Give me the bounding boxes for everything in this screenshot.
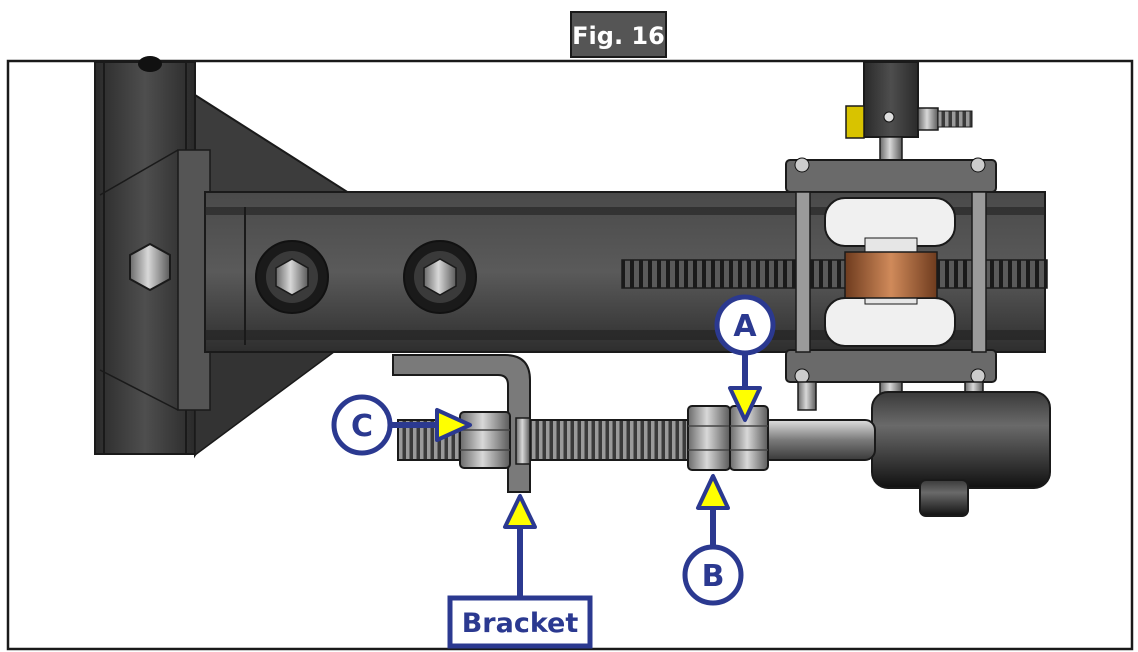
callout-c-label: C [351,409,373,444]
arm-bolt-left [255,240,329,314]
bracket-callout-label: Bracket [462,608,579,639]
nut-c [459,411,531,469]
bracket-callout-arrow [503,494,537,529]
callout-a-arrow [728,386,762,422]
gear-icon [844,251,938,299]
hex-nut-icon [423,258,457,296]
callout-b-label: B [702,559,725,594]
bracket-callout: Bracket [447,494,593,649]
callout-a-label: A [733,309,757,344]
callout-c: C [331,394,472,456]
bracket [392,354,531,493]
hex-nut-icon [275,258,309,296]
side-plate [177,149,211,411]
nut-b [687,405,731,471]
nut-a [729,405,769,471]
arm-bolt-right [403,240,477,314]
hex-bolt-icon [129,242,171,292]
figure-frame [6,59,1134,651]
roller-carriage [785,157,997,411]
callout-a: A [714,294,776,422]
callout-b-arrow [696,474,730,510]
callout-b: B [682,474,744,606]
figure-label-text: Fig. 16 [572,22,665,50]
figure-label: Fig. 16 [570,11,667,58]
cylinder-assembly [759,381,1051,517]
callout-c-arrow [435,408,472,442]
